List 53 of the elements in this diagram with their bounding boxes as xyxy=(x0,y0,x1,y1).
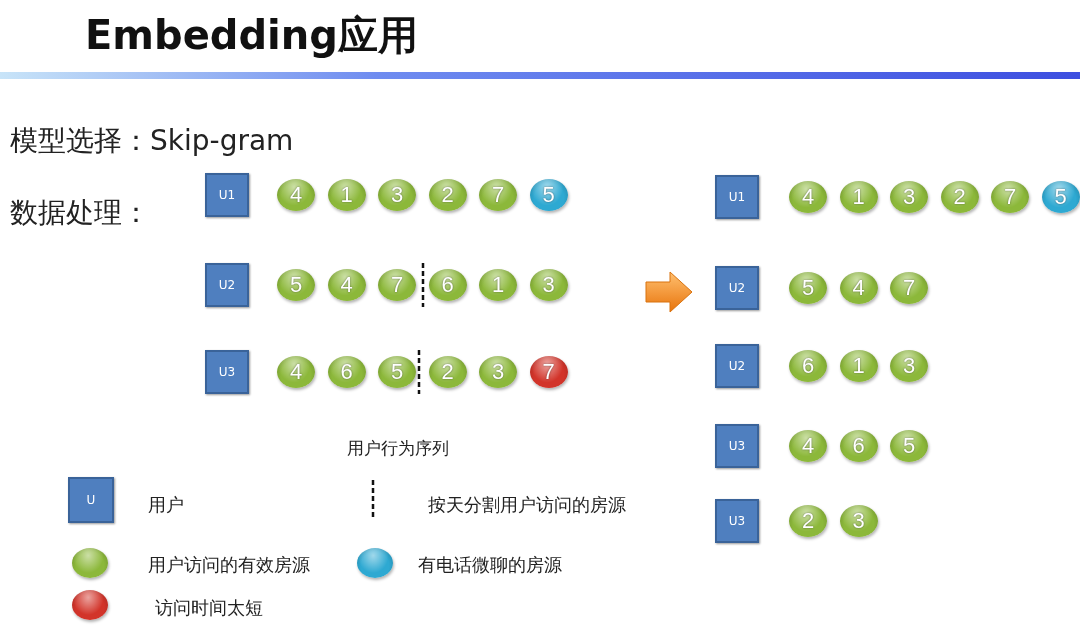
listing-ball: 6 xyxy=(789,350,827,382)
user-box: U1 xyxy=(715,175,759,219)
user-box: U1 xyxy=(205,173,249,217)
user-box: U2 xyxy=(205,263,249,307)
listing-ball: 5 xyxy=(277,269,315,301)
legend-label: 访问时间太短 xyxy=(155,596,263,620)
section-heading: 数据处理： xyxy=(10,195,150,231)
listing-ball: 4 xyxy=(327,269,366,301)
user-box: U2 xyxy=(715,344,759,388)
listing-ball: 1 xyxy=(327,179,366,211)
listing-ball: 5 xyxy=(1041,181,1080,213)
listing-ball: 2 xyxy=(428,179,467,211)
listing-ball: 7 xyxy=(479,179,517,211)
listing-ball: 3 xyxy=(890,181,928,213)
listing-ball: 6 xyxy=(327,356,366,388)
listing-ball: 1 xyxy=(839,181,878,213)
legend-label: 有电话微聊的房源 xyxy=(418,553,562,577)
listing-ball: 2 xyxy=(428,356,467,388)
listing-ball: 3 xyxy=(529,269,568,301)
legend-label: 用户访问的有效房源 xyxy=(148,553,310,577)
listing-ball: 7 xyxy=(991,181,1029,213)
listing-ball: 3 xyxy=(479,356,517,388)
user-box: U2 xyxy=(715,266,759,310)
listing-ball: 7 xyxy=(378,269,416,301)
listing-ball: 4 xyxy=(277,356,315,388)
listing-ball: 6 xyxy=(839,430,878,462)
caption: 用户行为序列 xyxy=(347,437,449,460)
listing-ball: 3 xyxy=(890,350,928,382)
user-box: U3 xyxy=(205,350,249,394)
listing-ball: 1 xyxy=(479,269,517,301)
user-box: U3 xyxy=(715,499,759,543)
listing-ball: 4 xyxy=(277,179,315,211)
listing-ball: 3 xyxy=(378,179,416,211)
listing-ball: 3 xyxy=(839,505,878,537)
listing-ball: 5 xyxy=(789,272,827,304)
user-legend-swatch: U xyxy=(68,477,114,523)
listing-ball: 7 xyxy=(529,356,568,388)
listing-ball: 2 xyxy=(789,505,827,537)
listing-ball: 2 xyxy=(940,181,979,213)
legend-label: 按天分割用户访问的房源 xyxy=(428,493,626,517)
listing-ball: 4 xyxy=(789,430,827,462)
user-box: U3 xyxy=(715,424,759,468)
listing-ball: 5 xyxy=(890,430,928,462)
listing-ball: 1 xyxy=(839,350,878,382)
section-heading: 模型选择：Skip-gram xyxy=(10,123,294,159)
listing-ball: 5 xyxy=(378,356,416,388)
listing-ball: 4 xyxy=(839,272,878,304)
listing-ball: 5 xyxy=(529,179,568,211)
listing-ball: 4 xyxy=(789,181,827,213)
listing-ball: 7 xyxy=(890,272,928,304)
legend-label: 用户 xyxy=(148,493,184,517)
listing-ball: 6 xyxy=(428,269,467,301)
title: Embedding应用 xyxy=(85,11,418,60)
